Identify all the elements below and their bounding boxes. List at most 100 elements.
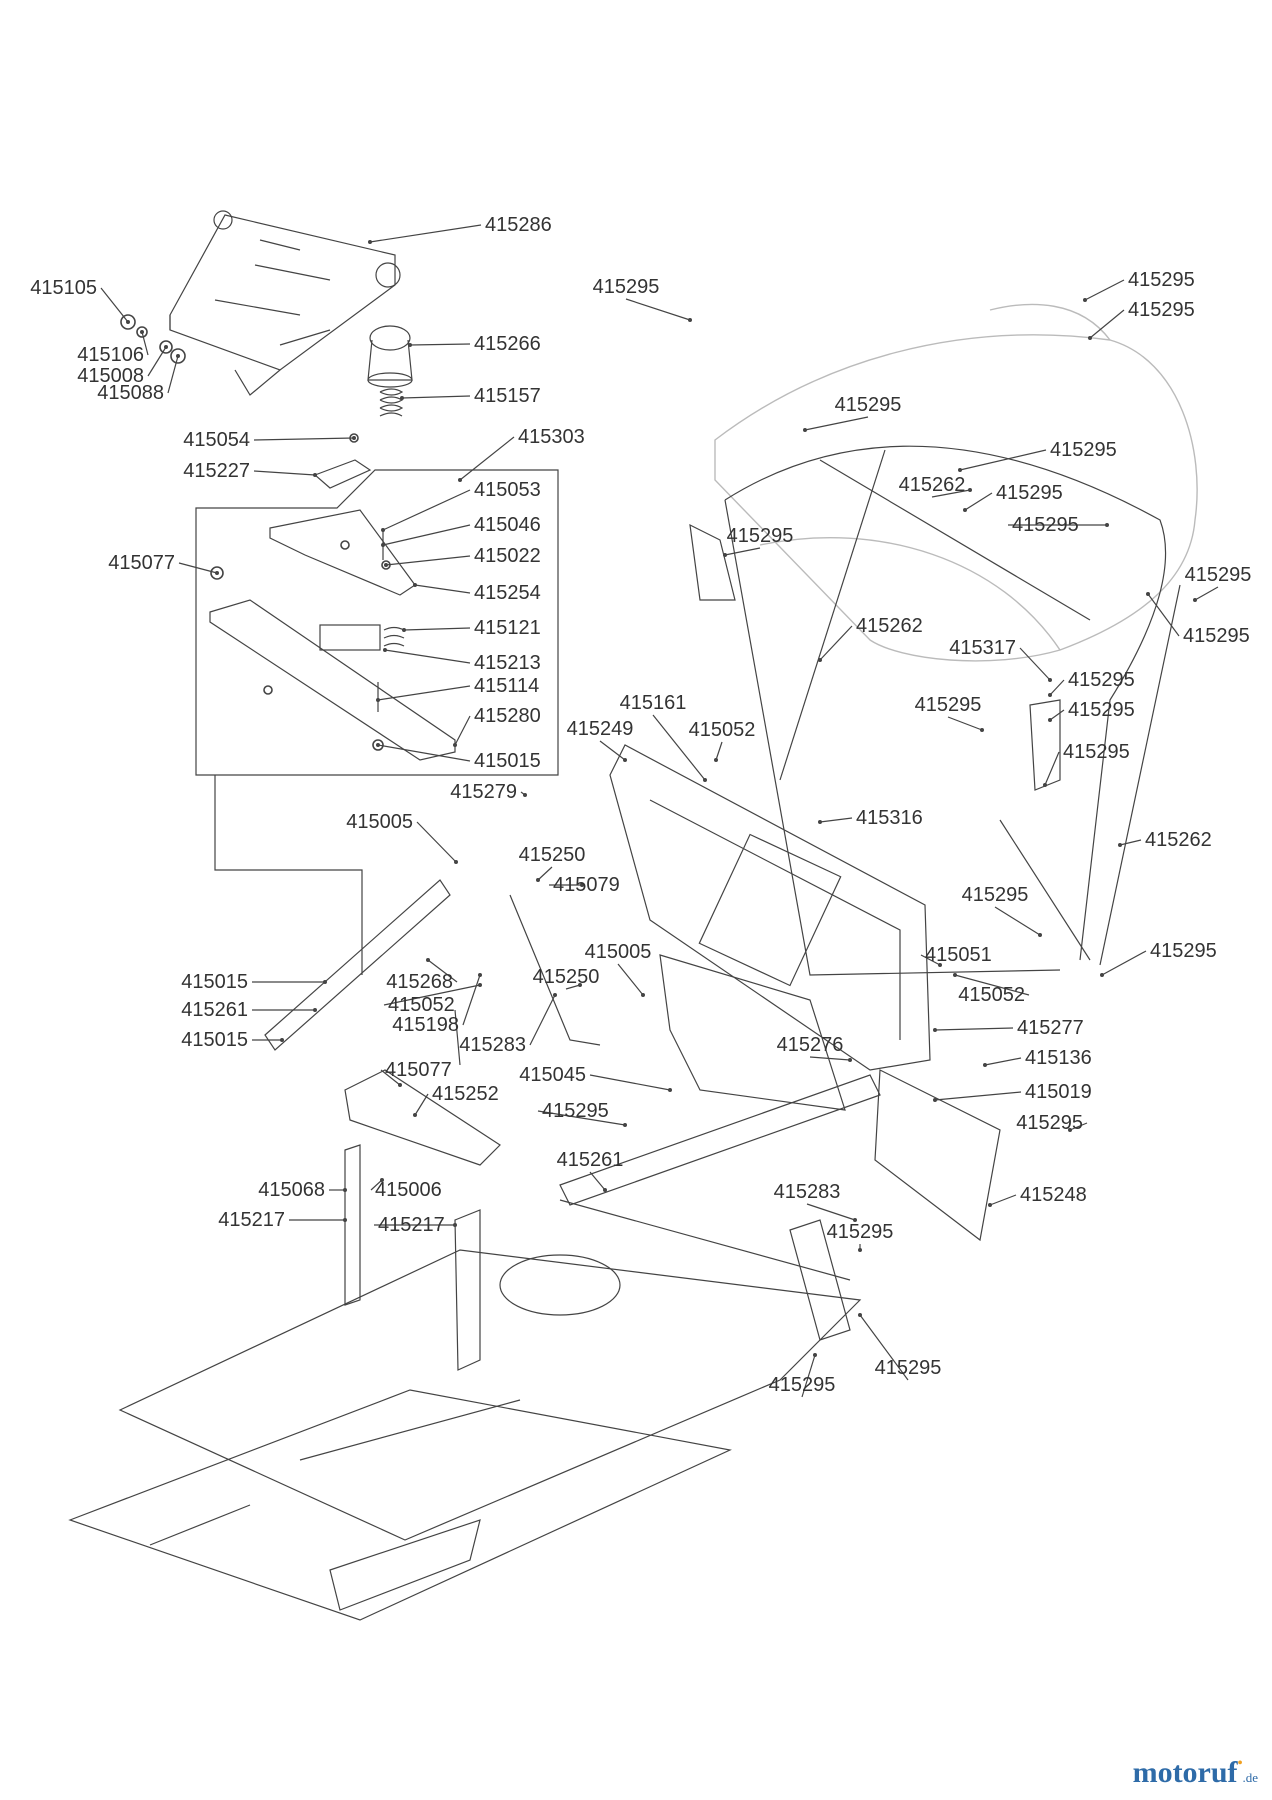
leader-line bbox=[1044, 751, 1060, 786]
part-label-415068: 415068 bbox=[258, 1179, 325, 1201]
leader-line bbox=[1089, 309, 1125, 339]
part-label-415280: 415280 bbox=[474, 705, 541, 727]
leader-dot bbox=[381, 528, 385, 532]
part-label-415283: 415283 bbox=[459, 1034, 526, 1056]
leader-dot bbox=[623, 1123, 627, 1127]
part-label-415295: 415295 bbox=[1150, 940, 1217, 962]
leader-dot bbox=[176, 354, 180, 358]
leader-line bbox=[617, 963, 644, 996]
leader-line bbox=[931, 489, 971, 498]
part-label-415262: 415262 bbox=[1145, 829, 1212, 851]
part-label-415052: 415052 bbox=[688, 719, 756, 741]
part-label-415295: 415295 bbox=[914, 694, 982, 716]
part-label-415114: 415114 bbox=[474, 675, 540, 697]
part-label-415250: 415250 bbox=[518, 844, 586, 866]
leader-line bbox=[414, 1093, 429, 1116]
leader-dot bbox=[858, 1248, 862, 1252]
part-label-415295: 415295 bbox=[1050, 439, 1117, 461]
leader-line bbox=[954, 974, 1030, 996]
leader-dot bbox=[1105, 523, 1109, 527]
leader-dot bbox=[1038, 933, 1042, 937]
leader-dot bbox=[402, 628, 406, 632]
leader-line bbox=[625, 298, 691, 321]
part-label-415077: 415077 bbox=[385, 1059, 452, 1081]
leader-dot bbox=[553, 993, 557, 997]
part-label-415295: 415295 bbox=[961, 884, 1029, 906]
leader-dot bbox=[1043, 783, 1047, 787]
leader-dot bbox=[352, 436, 356, 440]
leader-dot bbox=[215, 571, 219, 575]
leader-line bbox=[801, 1354, 816, 1398]
leader-dot bbox=[1048, 693, 1052, 697]
leader-line bbox=[141, 331, 149, 356]
part-label-415283: 415283 bbox=[773, 1181, 841, 1203]
uprights bbox=[344, 1069, 851, 1371]
leader-line bbox=[537, 866, 553, 881]
leader-dot bbox=[933, 1098, 937, 1102]
leader-dot bbox=[380, 1178, 384, 1182]
part-label-415295: 415295 bbox=[1012, 514, 1079, 536]
leader-dot bbox=[983, 1063, 987, 1067]
leader-line bbox=[1084, 279, 1125, 301]
leader-dot bbox=[853, 1218, 857, 1222]
leader-line bbox=[253, 470, 316, 476]
leader-line bbox=[454, 715, 471, 746]
leader-line bbox=[809, 1056, 851, 1061]
hood-outline bbox=[714, 303, 1198, 662]
leader-dot bbox=[478, 983, 482, 987]
brand-name: motoruf bbox=[1132, 1756, 1238, 1789]
leader-line bbox=[1147, 593, 1180, 637]
part-label-415249: 415249 bbox=[566, 718, 634, 740]
leader-line bbox=[383, 984, 481, 1006]
leader-dot bbox=[413, 583, 417, 587]
part-label-415046: 415046 bbox=[474, 514, 541, 536]
leader-dot bbox=[668, 1088, 672, 1092]
leader-line bbox=[819, 817, 853, 823]
part-label-415157: 415157 bbox=[474, 385, 541, 407]
part-label-415005: 415005 bbox=[346, 811, 413, 833]
leader-line bbox=[989, 1194, 1017, 1206]
leader-dot bbox=[453, 1223, 457, 1227]
leader-dot bbox=[1100, 973, 1104, 977]
part-label-415262: 415262 bbox=[856, 615, 923, 637]
part-label-415266: 415266 bbox=[474, 333, 541, 355]
leader-dot bbox=[408, 343, 412, 347]
part-label-415295: 415295 bbox=[834, 394, 902, 416]
leader-dot bbox=[988, 1203, 992, 1207]
leader-line bbox=[382, 489, 471, 531]
leader-line bbox=[964, 492, 993, 511]
leader-dot bbox=[623, 758, 627, 762]
leader-line bbox=[1194, 586, 1219, 601]
part-label-415015: 415015 bbox=[474, 750, 541, 772]
leader-dot bbox=[803, 428, 807, 432]
part-label-415295: 415295 bbox=[826, 1221, 894, 1243]
leader-dot bbox=[384, 563, 388, 567]
leader-line bbox=[947, 716, 983, 731]
leader-dot bbox=[1193, 598, 1197, 602]
leader-dot bbox=[343, 1218, 347, 1222]
part-label-415052: 415052 bbox=[388, 994, 455, 1016]
leader-dot bbox=[818, 820, 822, 824]
part-label-415261: 415261 bbox=[556, 1149, 624, 1171]
part-label-415005: 415005 bbox=[584, 941, 652, 963]
part-label-415022: 415022 bbox=[474, 545, 541, 567]
part-label-415079: 415079 bbox=[553, 874, 620, 896]
part-label-415303: 415303 bbox=[518, 426, 585, 448]
leader-dot bbox=[578, 983, 582, 987]
part-label-415217: 415217 bbox=[378, 1214, 445, 1236]
part-label-415053: 415053 bbox=[474, 479, 541, 501]
leader-dot bbox=[1048, 678, 1052, 682]
leader-line bbox=[804, 416, 869, 431]
leader-line bbox=[409, 343, 471, 346]
leader-line bbox=[384, 649, 471, 664]
leader-line bbox=[1069, 1122, 1088, 1131]
leader-dot bbox=[376, 743, 380, 747]
part-label-415077: 415077 bbox=[108, 552, 175, 574]
leader-dot bbox=[376, 698, 380, 702]
leader-line bbox=[934, 1091, 1022, 1101]
part-label-415295: 415295 bbox=[1016, 1112, 1083, 1134]
leader-dot bbox=[323, 980, 327, 984]
leader-line bbox=[589, 1074, 671, 1091]
part-label-415006: 415006 bbox=[375, 1179, 442, 1201]
